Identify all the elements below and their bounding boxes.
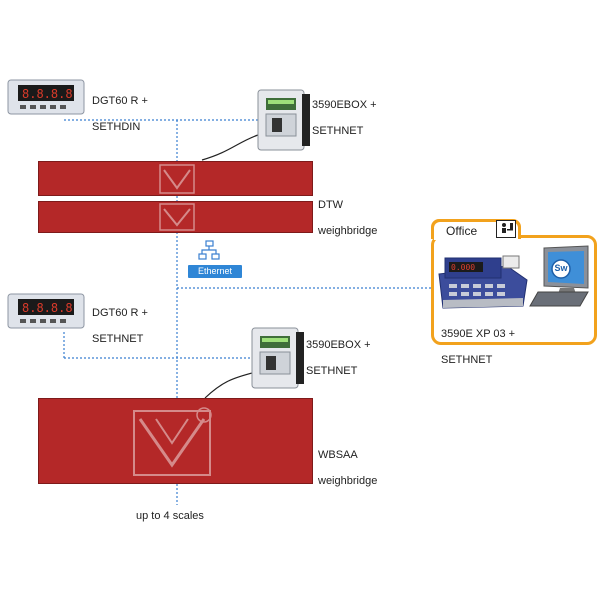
ethernet-badge: Ethernet — [188, 265, 242, 278]
office-terminal-label: 3590E XP 03 + SETHNET — [441, 315, 515, 380]
dgt60-indicator-top: 8.8.8.8 — [8, 80, 84, 114]
pc-keyboard — [528, 290, 590, 308]
dgt60-indicator-mid: 8.8.8.8 — [8, 294, 84, 328]
dtw-logo-upper — [159, 164, 195, 194]
svg-text:0.000: 0.000 — [451, 263, 475, 272]
svg-text:8.8.8.8: 8.8.8.8 — [22, 301, 73, 315]
dgt60-top-line1: DGT60 R + — [92, 95, 148, 108]
ebox-cabinet-top — [256, 88, 312, 152]
dgt60-mid-line1: DGT60 R + — [92, 307, 148, 320]
dtw-logo-lower — [159, 203, 195, 231]
dgt60-mid-label: DGT60 R + SETHNET — [92, 294, 148, 359]
ebox-top-line1: 3590EBOX + — [312, 99, 377, 112]
wbsaa-label: WBSAA weighbridge — [318, 436, 377, 501]
ebox-cabinet-mid — [250, 326, 306, 390]
dtw-label: DTW weighbridge — [318, 186, 377, 251]
software-badge: Sw — [551, 263, 571, 273]
cable-ebox-mid — [205, 372, 256, 398]
office-terminal-line1: 3590E XP 03 + — [441, 328, 515, 341]
dgt60-top-line2: SETHDIN — [92, 121, 148, 134]
wbsaa-line1: WBSAA — [318, 449, 377, 462]
ebox-mid-line2: SETHNET — [306, 365, 371, 378]
cable-ebox-top — [202, 135, 258, 160]
dgt60-top-label: DGT60 R + SETHDIN — [92, 82, 148, 147]
operator-icon — [496, 220, 516, 238]
network-icon — [198, 240, 220, 262]
wbsaa-logo — [132, 405, 214, 477]
ebox-mid-label: 3590EBOX + SETHNET — [306, 326, 371, 391]
ebox-top-line2: SETHNET — [312, 125, 377, 138]
dtw-line1: DTW — [318, 199, 377, 212]
dgt60-mid-line2: SETHNET — [92, 333, 148, 346]
wbsaa-line2: weighbridge — [318, 475, 377, 488]
svg-text:8.8.8.8: 8.8.8.8 — [22, 87, 73, 101]
scales-note: up to 4 scales — [136, 510, 204, 523]
terminal-3590e-xp: 0.000 — [437, 252, 529, 310]
ebox-top-label: 3590EBOX + SETHNET — [312, 86, 377, 151]
office-title: Office — [446, 224, 477, 238]
ebox-mid-line1: 3590EBOX + — [306, 339, 371, 352]
dtw-line2: weighbridge — [318, 225, 377, 238]
office-terminal-line2: SETHNET — [441, 354, 515, 367]
